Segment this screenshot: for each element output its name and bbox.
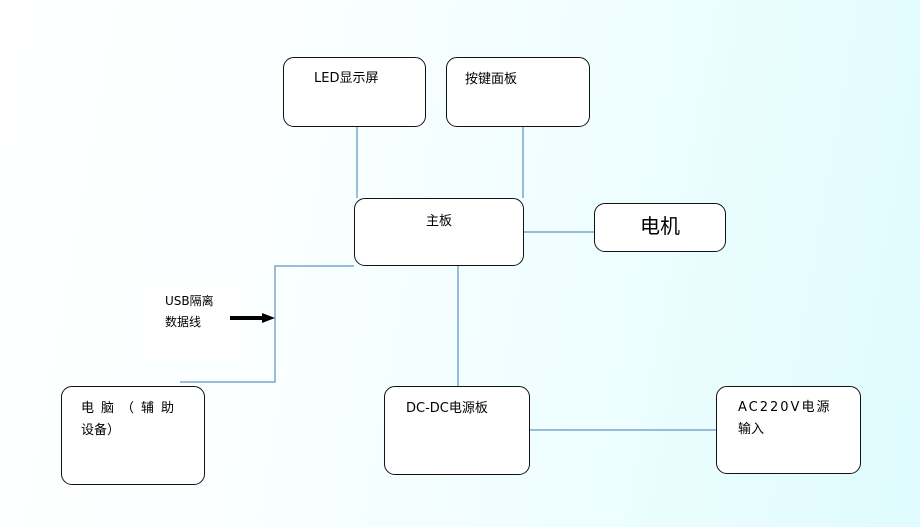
led-display-label: LED显示屏 <box>314 71 379 86</box>
dcdc-board-box: DC-DC电源板 <box>384 386 530 475</box>
motor-label: 电机 <box>640 214 680 238</box>
computer-label-line1: 电脑（辅助 <box>81 401 182 416</box>
computer-label-line2: 设备） <box>81 423 121 438</box>
usb-cable-label-line1: USB隔离 <box>165 294 214 308</box>
key-panel-box: 按键面板 <box>446 57 590 127</box>
mainboard-label: 主板 <box>425 214 452 229</box>
connector-mainboard-to-computer <box>180 265 354 383</box>
motor-box: 电机 <box>594 203 726 252</box>
ac-input-label-line1: AC220V电源 <box>738 400 832 415</box>
computer-box: 电脑（辅助 设备） <box>61 386 205 485</box>
ac-input-box: AC220V电源 输入 <box>716 386 861 474</box>
key-panel-label: 按键面板 <box>465 72 518 87</box>
ac-input-label-line2: 输入 <box>738 422 765 437</box>
mainboard-box: 主板 <box>354 198 524 266</box>
usb-cable-label-line2: 数据线 <box>165 315 202 329</box>
usb-cable-label-area: USB隔离 数据线 <box>145 283 242 360</box>
dcdc-board-label: DC-DC电源板 <box>406 401 488 416</box>
led-display-box: LED显示屏 <box>283 57 426 127</box>
